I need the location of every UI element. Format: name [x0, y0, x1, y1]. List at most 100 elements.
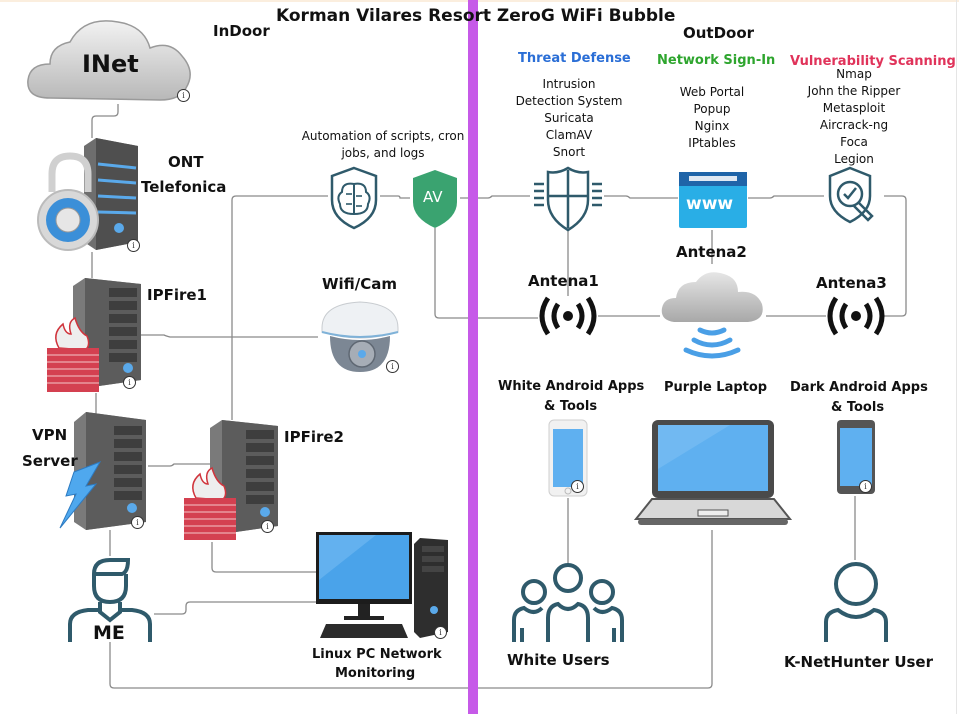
ont-node[interactable]: i: [34, 138, 144, 258]
info-icon[interactable]: i: [859, 480, 872, 493]
wire-ipfire2-linux: [211, 542, 318, 573]
threat-defense-item: Detection System: [515, 94, 623, 108]
linux-pc-node[interactable]: i: [316, 530, 452, 646]
vuln-scanning-list: Nmap John the Ripper Metasploit Aircrack…: [798, 66, 910, 168]
wire-vuln-antena3: [884, 195, 907, 317]
ipfire1-label: IPFire1: [147, 286, 207, 304]
dome-camera-icon: [321, 301, 399, 372]
brain-shield-icon: [330, 166, 378, 230]
knethunter-label: K-NetHunter User: [784, 653, 933, 671]
wire-me-linux: [154, 601, 318, 615]
server-firewall-icon: [47, 278, 141, 392]
user-icon: [824, 562, 888, 642]
zone-label-indoor: InDoor: [213, 22, 270, 40]
threat-defense-item: Intrusion: [542, 77, 596, 91]
antena2-node[interactable]: [660, 266, 766, 370]
vuln-scanning-item: Legion: [834, 152, 874, 166]
white-android-label-line1: White Android Apps: [498, 379, 645, 394]
wire-threat-www: [604, 195, 678, 199]
cloud-wifi-icon: [661, 272, 763, 359]
knethunter-node[interactable]: [822, 560, 890, 644]
ipfire1-node[interactable]: i: [45, 276, 145, 396]
linux-pc-label-line2: Monitoring: [335, 666, 416, 681]
laptop-icon: [633, 420, 793, 525]
white-android-label-line2: & Tools: [544, 399, 598, 414]
av-label: AV: [423, 188, 443, 206]
wire-ipfire1-wificam: [140, 334, 318, 338]
wificam-node[interactable]: i: [316, 298, 404, 374]
wificam-label: Wifi/Cam: [322, 275, 398, 293]
av-shield-icon: [413, 170, 457, 228]
wire-vpn-ipfire2: [148, 463, 210, 467]
info-icon[interactable]: i: [571, 480, 584, 493]
vpn-label-line2: Server: [22, 452, 78, 470]
white-phone-node[interactable]: i: [548, 419, 588, 499]
server-lock-icon: [37, 138, 138, 251]
www-text: www: [686, 194, 734, 214]
threat-defense-node[interactable]: [532, 166, 604, 232]
wire-automation-av: [380, 195, 410, 199]
firewall-shield-icon: [534, 166, 602, 232]
vpn-server-node[interactable]: i: [52, 410, 152, 534]
ont-label-line1: ONT: [168, 153, 204, 171]
vuln-scanning-item: Foca: [840, 135, 868, 149]
info-icon[interactable]: i: [123, 376, 136, 389]
wire-me-laptop: [109, 530, 713, 689]
right-border: [956, 0, 957, 714]
me-label: ME: [93, 622, 125, 644]
www-browser-icon: [679, 172, 747, 228]
dark-phone-node[interactable]: i: [836, 419, 876, 497]
user-icon: [68, 558, 152, 642]
threat-defense-list: Intrusion Detection System Suricata Clam…: [508, 76, 630, 161]
vuln-scanning-title: Vulnerability Scanning: [790, 54, 956, 69]
white-users-label: White Users: [507, 651, 610, 669]
ipfire2-node[interactable]: i: [182, 418, 282, 542]
info-icon[interactable]: i: [131, 516, 144, 529]
inet-node[interactable]: INet i: [20, 12, 198, 108]
dark-android-label-line2: & Tools: [831, 400, 885, 415]
desktop-pc-icon: [316, 532, 448, 638]
inet-label: INet: [82, 50, 139, 78]
wire-av-threat: [460, 195, 530, 199]
threat-defense-item: ClamAV: [545, 128, 593, 142]
automation-label: Automation of scripts, cron jobs, and lo…: [301, 129, 465, 160]
vuln-scanning-item: Aircrack-ng: [819, 118, 889, 132]
laptop-label: Purple Laptop: [664, 380, 768, 395]
info-icon[interactable]: i: [386, 360, 399, 373]
me-node[interactable]: ME: [66, 556, 156, 646]
antena3-node[interactable]: [826, 296, 886, 336]
network-signin-item: Web Portal: [679, 85, 745, 99]
shield-search-icon: [828, 166, 874, 224]
automation-node[interactable]: [328, 166, 380, 230]
threat-defense-title: Threat Defense: [518, 51, 631, 66]
wire-inet-ont: [91, 104, 119, 138]
network-signin-list: Web Portal Popup Nginx IPtables: [664, 84, 760, 152]
antena1-node[interactable]: [538, 296, 598, 336]
ipfire2-label: IPFire2: [284, 428, 344, 446]
threat-defense-item: Suricata: [544, 111, 594, 125]
laptop-node[interactable]: [633, 419, 793, 527]
white-users-node[interactable]: [512, 562, 624, 644]
network-signin-node[interactable]: www: [679, 172, 747, 228]
zone-divider: [468, 0, 478, 714]
network-signin-item: IPtables: [688, 136, 736, 150]
zone-label-outdoor: OutDoor: [683, 24, 755, 42]
vuln-scanning-node[interactable]: [828, 166, 884, 226]
wire-ipfire2-automation: [231, 195, 328, 420]
info-icon[interactable]: i: [434, 626, 447, 639]
info-icon[interactable]: i: [127, 239, 140, 252]
vuln-scanning-item: Nmap: [836, 67, 872, 81]
av-node[interactable]: AV: [411, 170, 459, 230]
antena3-label: Antena3: [816, 274, 887, 292]
top-border: [0, 0, 959, 2]
ont-label-line2: Telefonica: [141, 178, 227, 196]
info-icon[interactable]: i: [177, 89, 190, 102]
wire-av-antena1: [434, 228, 538, 319]
threat-defense-item: Snort: [552, 145, 586, 159]
linux-pc-label-line1: Linux PC Network: [312, 647, 442, 662]
antena1-label: Antena1: [528, 272, 599, 290]
wire-www-vuln: [748, 195, 824, 199]
info-icon[interactable]: i: [261, 520, 274, 533]
broadcast-icon: [539, 296, 597, 336]
